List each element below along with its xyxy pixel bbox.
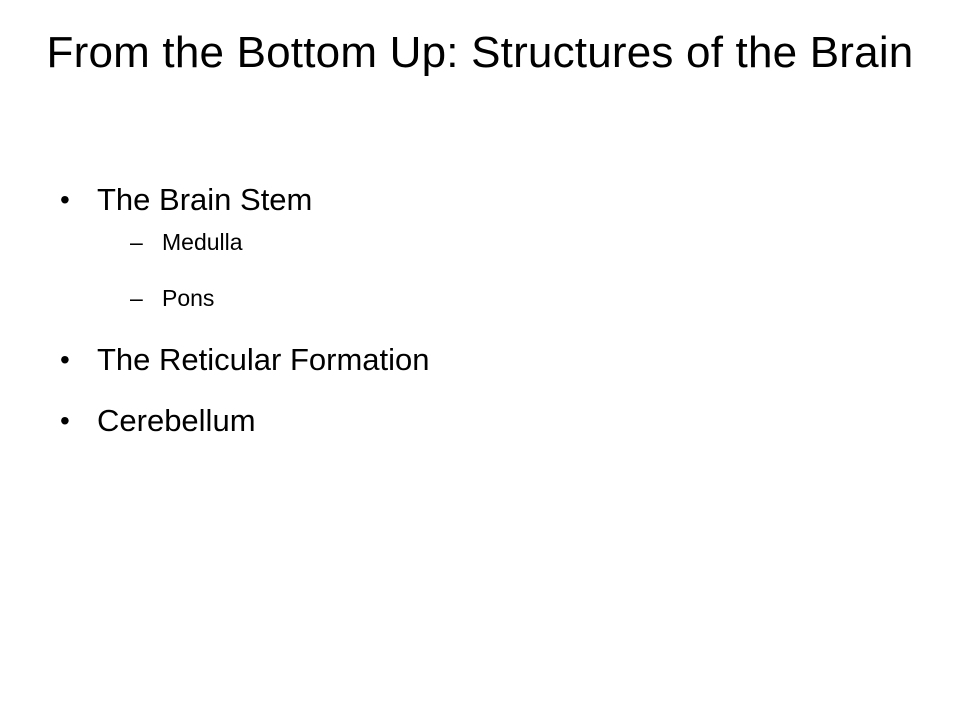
sub-item-medulla: – Medulla <box>130 226 900 258</box>
bullet-marker: • <box>60 405 70 436</box>
bullet-text: The Brain Stem <box>97 182 313 217</box>
bullet-marker: • <box>60 184 70 215</box>
bullet-item-brain-stem: • The Brain Stem – Medulla – Pons <box>60 178 900 314</box>
sub-item-text: Pons <box>162 285 215 311</box>
bullet-text: Cerebellum <box>97 403 256 438</box>
slide-title: From the Bottom Up: Structures of the Br… <box>46 28 914 77</box>
bullet-marker: • <box>60 344 70 375</box>
sub-bullet-list: – Medulla – Pons <box>97 226 900 314</box>
sub-bullet-marker: – <box>130 285 143 311</box>
bullet-text: The Reticular Formation <box>97 342 430 377</box>
bullet-item-reticular-formation: • The Reticular Formation <box>60 338 900 382</box>
sub-item-text: Medulla <box>162 229 243 255</box>
bullet-item-cerebellum: • Cerebellum <box>60 399 900 443</box>
sub-bullet-marker: – <box>130 229 143 255</box>
sub-item-pons: – Pons <box>130 282 900 314</box>
bullet-list: • The Brain Stem – Medulla – Pons • The … <box>60 178 900 460</box>
